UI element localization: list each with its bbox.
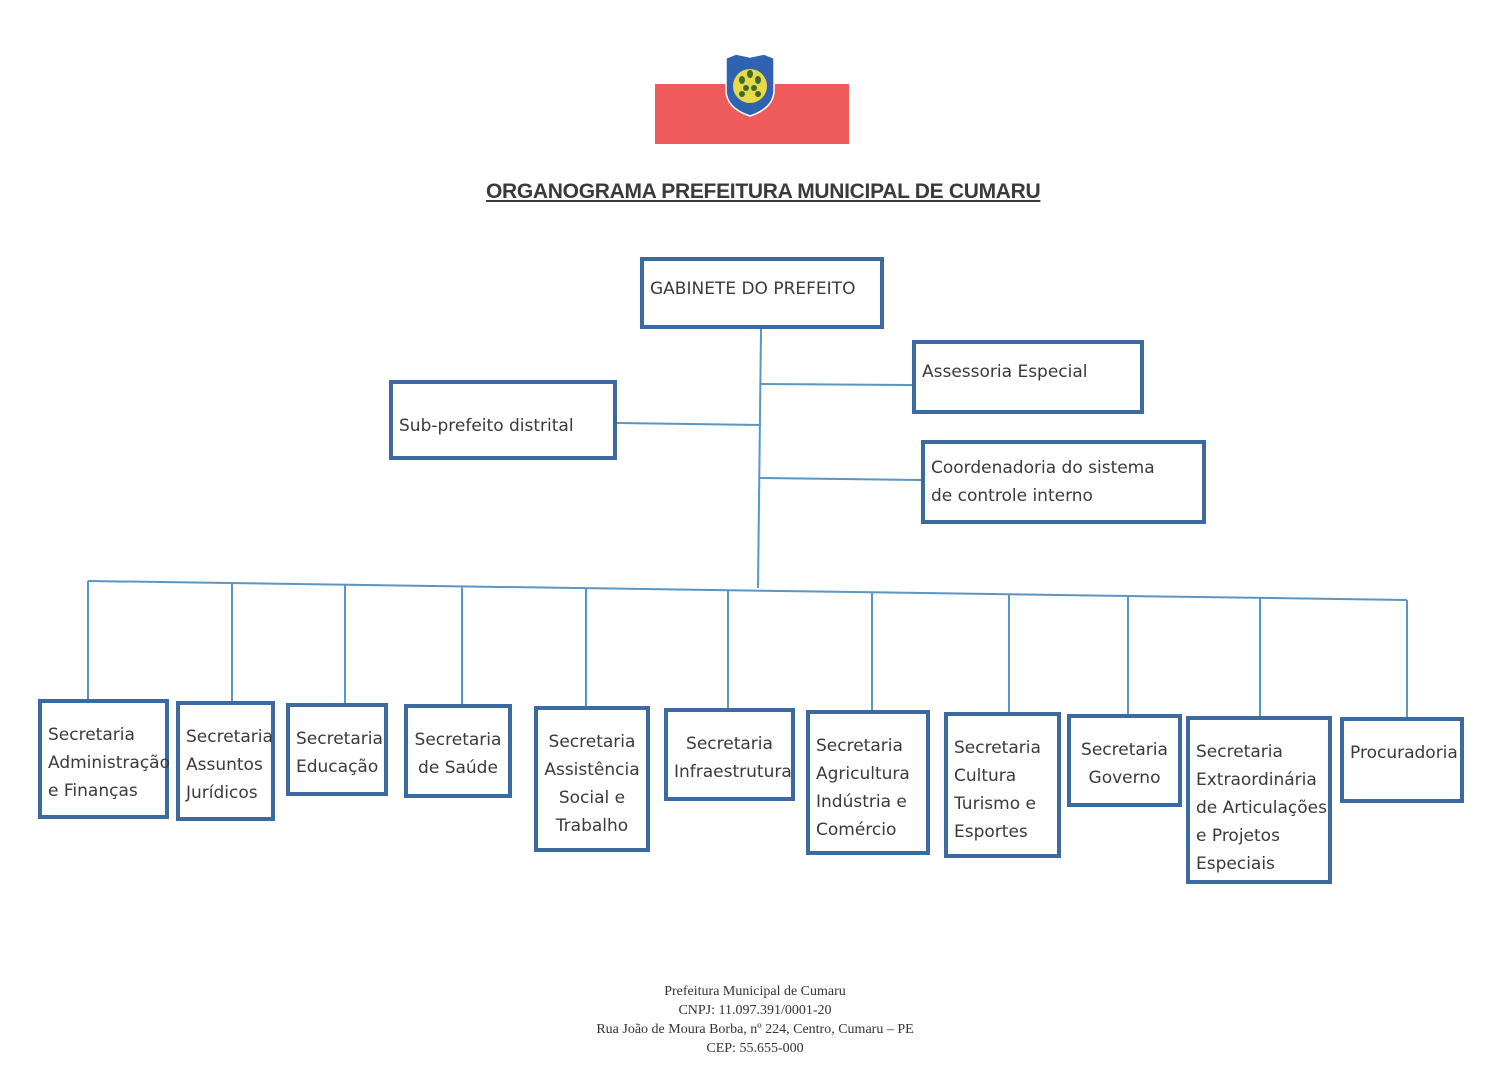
box-label-line: Secretaria [296, 729, 383, 749]
box-label-line: de Saúde [418, 758, 498, 778]
box-label-line: Procuradoria [1350, 743, 1458, 763]
box-gabinete-do-prefeito: GABINETE DO PREFEITO [640, 257, 884, 329]
box-label-line: Secretaria [1196, 742, 1283, 762]
box-label-line: GABINETE DO PREFEITO [650, 279, 856, 299]
box-label-line: e Finanças [48, 781, 138, 801]
coat-of-arms-icon [725, 53, 775, 117]
box-label-line: Agricultura [816, 764, 910, 784]
connector-line [757, 328, 762, 589]
box-subprefeito: Sub-prefeito distrital [389, 380, 617, 460]
connector-line [616, 422, 762, 426]
footer-line: CEP: 55.655-000 [706, 1041, 804, 1056]
box-label-line: Trabalho [555, 816, 629, 836]
box-label-line: Assessoria Especial [922, 362, 1088, 382]
connector-line [760, 383, 913, 386]
box-saude: Secretaria de Saúde [404, 704, 512, 798]
box-label-line: Turismo e [954, 794, 1036, 814]
box-label-line: e Projetos [1196, 826, 1280, 846]
footer-address: Prefeitura Municipal de Cumaru CNPJ: 11.… [500, 982, 1010, 1058]
box-label-line: Indústria e [816, 792, 907, 812]
box-label-line: Social e [558, 788, 626, 808]
footer-line: CNPJ: 11.097.391/0001-20 [678, 1003, 832, 1018]
box-label-line: Governo [1088, 768, 1161, 788]
box-label-line: Cultura [954, 766, 1017, 786]
box-assessoria: Assessoria Especial [912, 340, 1144, 414]
box-label-line: Administração [48, 753, 170, 773]
box-label-line: Secretaria [186, 727, 273, 747]
box-label-line: Infraestrutura [674, 762, 792, 782]
footer-line: Rua João de Moura Borba, nº 224, Centro,… [596, 1022, 914, 1037]
connector-line [87, 580, 1408, 601]
box-label-line: Sub-prefeito distrital [399, 416, 574, 436]
box-label-line: Secretaria [816, 736, 903, 756]
box-label-line: Assuntos [186, 755, 263, 775]
box-label-line: Secretaria [1081, 740, 1168, 760]
box-label-line: Especiais [1196, 854, 1275, 874]
box-label-line: Secretaria [548, 732, 636, 752]
box-label-line: de controle interno [931, 486, 1093, 506]
box-label-line: Esportes [954, 822, 1028, 842]
box-coordenadoria: Coordenadoria do sistema de controle inte… [921, 440, 1206, 524]
box-label-line: Secretaria [954, 738, 1041, 758]
box-label-line: Comércio [816, 820, 897, 840]
page-title: ORGANOGRAMA PREFEITURA MUNICIPAL DE CUMA… [486, 180, 1041, 203]
box-label-line: Assistência [544, 760, 640, 780]
box-label-line: Secretaria [414, 730, 502, 750]
box-label-line: Coordenadoria do sistema [931, 458, 1155, 478]
box-procuradoria: Procuradoria [1340, 717, 1464, 803]
footer-line: Prefeitura Municipal de Cumaru [664, 984, 846, 999]
box-label-line: Secretaria [48, 725, 135, 745]
box-label-line: Extraordinária [1196, 770, 1317, 790]
box-label-line: Educação [296, 757, 379, 777]
box-label-line: Jurídicos [186, 783, 258, 803]
box-label-line: de Articulações [1196, 798, 1327, 818]
connector-line [758, 477, 922, 481]
box-label-line: Secretaria [686, 734, 773, 754]
